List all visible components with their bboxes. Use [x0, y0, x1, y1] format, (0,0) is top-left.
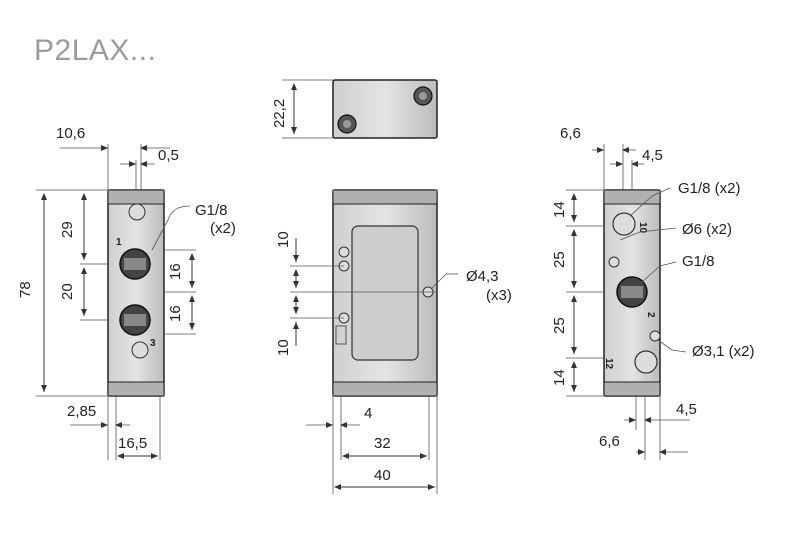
right-view: 10 2 12 6,6 4,5 14 25 25 14 G1/8 (x2) Ø6… [551, 125, 755, 460]
left-body [107, 189, 165, 397]
left-dim-height: 78 [17, 281, 34, 298]
right-port-label-2: 2 [645, 312, 656, 318]
right-hole-small [649, 330, 661, 342]
center-view: 10 10 Ø4,3 (x3) 4 32 40 [275, 189, 512, 494]
left-view: 1 3 10,6 0,5 78 29 20 16 16 G [17, 125, 236, 460]
left-bottom-cap [107, 381, 165, 397]
right-dim-seg2: 25 [551, 251, 568, 268]
right-hole-top [612, 212, 636, 236]
left-top-cap [107, 189, 165, 205]
left-dim-lower: 20 [59, 283, 76, 300]
right-hole-bottom [634, 350, 658, 374]
center-callout: Ø4,3 [466, 268, 499, 285]
center-window [351, 225, 419, 361]
right-dim-seg4: 14 [551, 369, 568, 386]
left-hole-top [128, 203, 146, 221]
center-dim-hole-a: 10 [275, 231, 292, 248]
left-dim-top-offset: 0,5 [158, 147, 179, 164]
right-dim-bottom-width: 6,6 [599, 433, 620, 450]
center-top-cap [332, 189, 438, 205]
center-dim-hole-b: 10 [275, 339, 292, 356]
center-bottom-cap [332, 381, 438, 397]
right-port-label-10: 10 [637, 222, 648, 234]
left-dim-spacing-b: 16 [167, 305, 184, 322]
right-dim-top-offset: 4,5 [642, 147, 663, 164]
right-bottom-cap [603, 381, 661, 397]
left-dim-bottom-offset: 2,85 [67, 403, 96, 420]
right-callout-2: Ø6 (x2) [682, 221, 732, 238]
center-dim-width: 40 [374, 467, 391, 484]
center-dim-inner-width: 32 [374, 435, 391, 452]
page-title: P2LAX... [34, 34, 157, 67]
left-dim-spacing-a: 16 [167, 263, 184, 280]
right-dim-seg3: 25 [551, 317, 568, 334]
right-callout-3: G1/8 [682, 253, 715, 270]
right-screw [608, 256, 620, 268]
left-callout: G1/8 [195, 202, 228, 219]
left-dim-bottom-width: 16,5 [118, 435, 147, 452]
right-top-cap [603, 189, 661, 205]
top-view: 22,2 [271, 79, 438, 139]
left-dim-upper: 29 [59, 221, 76, 238]
right-callout-1: G1/8 (x2) [678, 180, 741, 197]
left-port-label-1: 1 [116, 237, 122, 248]
top-body [332, 79, 438, 139]
right-callout-4: Ø3,1 (x2) [692, 343, 755, 360]
left-port-label-3: 3 [150, 338, 156, 349]
top-dim-height: 22,2 [271, 99, 288, 128]
center-callout-qty: (x3) [486, 287, 512, 304]
left-hole-bottom [131, 341, 149, 359]
right-dim-top-width: 6,6 [560, 125, 581, 142]
center-dim-offset: 4 [364, 405, 372, 422]
left-dim-top-width: 10,6 [56, 125, 85, 142]
right-dim-bottom-offset: 4,5 [676, 401, 697, 418]
center-screw-top [338, 246, 350, 258]
left-callout-qty: (x2) [210, 220, 236, 237]
right-dim-seg1: 14 [551, 201, 568, 218]
right-port-label-12: 12 [603, 358, 614, 370]
